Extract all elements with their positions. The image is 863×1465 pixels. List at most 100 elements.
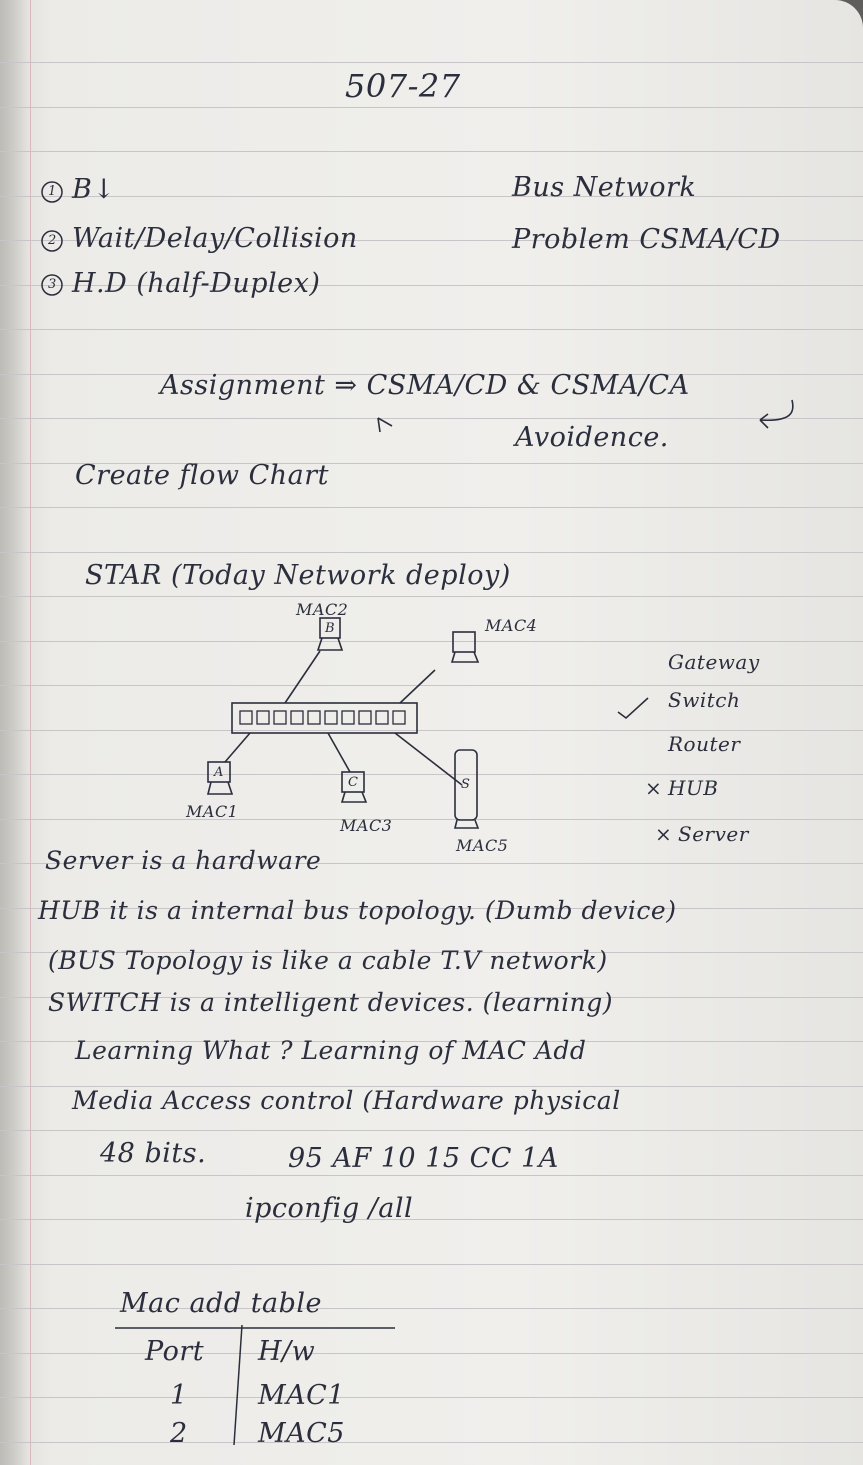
ruled-line xyxy=(0,552,863,553)
table-row-2-port: 2 xyxy=(170,1418,188,1449)
avoidance-note: Avoidence. xyxy=(515,422,669,453)
bus-problem: Problem CSMA/CD xyxy=(512,224,781,255)
ruled-line xyxy=(0,730,863,731)
ruled-line xyxy=(0,285,863,286)
ruled-line xyxy=(0,151,863,152)
switch-port xyxy=(239,710,253,725)
device-c-stand xyxy=(340,791,368,803)
ruled-line xyxy=(0,240,863,241)
ruled-line xyxy=(0,62,863,63)
label-mac1: MAC1 xyxy=(186,802,239,821)
list-marker-3: 3 xyxy=(48,277,57,292)
label-mac4: MAC4 xyxy=(485,616,538,635)
table-row-1-port: 1 xyxy=(170,1380,188,1411)
ruled-line xyxy=(0,1397,863,1398)
switch-port xyxy=(358,710,372,725)
ruled-line xyxy=(0,952,863,953)
bus-network-title: Bus Network xyxy=(512,172,697,203)
ruled-line xyxy=(0,997,863,998)
assignment-line: Assignment ⇒ CSMA/CD & CSMA/CA xyxy=(160,370,690,401)
bits-note: 48 bits. xyxy=(100,1138,207,1169)
mac-example: 95 AF 10 15 CC 1A xyxy=(288,1143,559,1174)
ruled-line xyxy=(0,1308,863,1309)
ruled-line xyxy=(0,1264,863,1265)
switch-port xyxy=(324,710,338,725)
device-b-box xyxy=(319,617,341,639)
table-header-hw: H/w xyxy=(258,1336,316,1367)
list-item-3: H.D (half-Duplex) xyxy=(72,268,321,299)
page-date: 507-27 xyxy=(345,67,461,105)
ruled-line xyxy=(0,1130,863,1131)
switch-port xyxy=(341,710,355,725)
label-mac5: MAC5 xyxy=(456,836,509,855)
side-item-hub: HUB xyxy=(668,776,719,800)
switch-port xyxy=(290,710,304,725)
server-stand xyxy=(453,819,480,829)
switch-port xyxy=(307,710,321,725)
ruled-line xyxy=(0,463,863,464)
note-3: (BUS Topology is like a cable T.V networ… xyxy=(48,946,608,975)
device-c-box xyxy=(341,771,365,793)
ruled-line xyxy=(0,685,863,686)
list-item-1: B↓ xyxy=(72,174,116,205)
switch-port xyxy=(375,710,389,725)
link-mac4 xyxy=(399,669,436,704)
device-b-stand xyxy=(316,637,344,651)
arrow-icon xyxy=(377,417,393,433)
ruled-line xyxy=(0,329,863,330)
table-column-rule xyxy=(233,1324,243,1446)
switch-box xyxy=(231,702,418,734)
list-item-2: Wait/Delay/Collision xyxy=(72,223,358,254)
ruled-line xyxy=(0,374,863,375)
ruled-line xyxy=(0,819,863,820)
list-marker-circle xyxy=(41,274,63,296)
ruled-line xyxy=(0,1442,863,1443)
ruled-line xyxy=(0,908,863,909)
list-marker-circle xyxy=(41,181,63,203)
label-mac3: MAC3 xyxy=(340,816,393,835)
ruled-line xyxy=(0,1175,863,1176)
note-2: HUB it is a internal bus topology. (Dumb… xyxy=(38,896,677,925)
side-item-router: Router xyxy=(668,732,741,756)
curved-arrow-icon xyxy=(759,399,794,429)
link-mac5 xyxy=(394,732,463,786)
device-a-letter: A xyxy=(214,765,224,780)
note-6: Media Access control (Hardware physical xyxy=(72,1086,621,1115)
ruled-line xyxy=(0,418,863,419)
ipconfig-command: ipconfig /all xyxy=(245,1193,414,1224)
ruled-line xyxy=(0,1086,863,1087)
device-a-stand xyxy=(206,781,234,795)
device-c-letter: C xyxy=(348,775,359,790)
side-item-switch: Switch xyxy=(668,688,741,712)
margin-line xyxy=(30,0,31,1465)
ruled-line xyxy=(0,596,863,597)
ruled-line xyxy=(0,863,863,864)
link-mac1 xyxy=(224,732,251,763)
ruled-line xyxy=(0,1041,863,1042)
ruled-line xyxy=(0,641,863,642)
ruled-line xyxy=(0,507,863,508)
device-b-letter: B xyxy=(325,621,336,636)
switch-port xyxy=(256,710,270,725)
ruled-line xyxy=(0,1353,863,1354)
server-box xyxy=(454,749,478,821)
device-mac4-stand xyxy=(450,651,480,663)
create-flow-chart: Create flow Chart xyxy=(75,460,330,491)
ruled-line xyxy=(0,107,863,108)
table-header-port: Port xyxy=(145,1336,205,1367)
link-mac3 xyxy=(327,732,351,773)
device-a-box xyxy=(207,761,231,783)
table-row-1-hw: MAC1 xyxy=(258,1380,345,1411)
switch-port xyxy=(392,710,406,725)
side-item-gateway: Gateway xyxy=(668,650,760,674)
side-mark-hub: × xyxy=(645,776,663,800)
list-marker-circle xyxy=(41,230,63,252)
list-marker-1: 1 xyxy=(48,184,57,199)
note-5: Learning What ? Learning of MAC Add xyxy=(75,1036,587,1065)
side-mark-server: × xyxy=(655,822,673,846)
server-letter: S xyxy=(461,777,471,792)
note-1: Server is a hardware xyxy=(45,846,322,875)
list-marker-2: 2 xyxy=(48,233,57,248)
